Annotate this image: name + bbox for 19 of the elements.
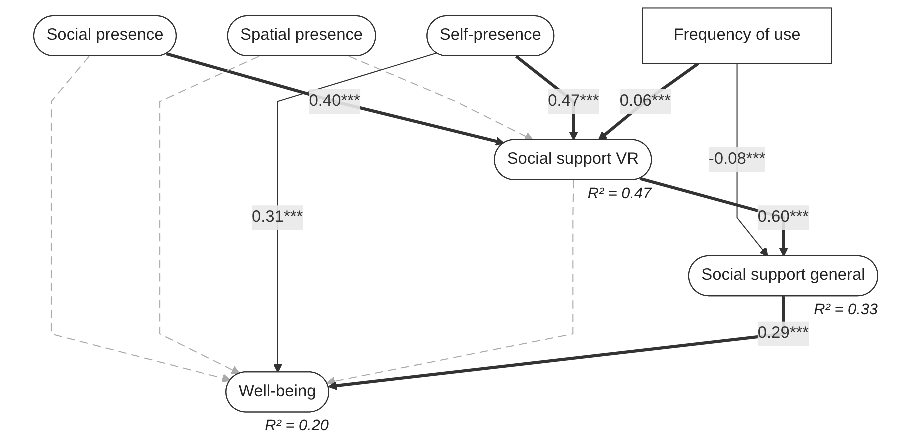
node-box: Frequency of use [642,8,832,64]
arrow [326,180,574,386]
arrow [166,52,505,146]
r-squared-label: R² = 0.20 [265,418,329,435]
edge-label: 0.29*** [758,324,810,342]
edge-label: -0.08*** [708,150,766,168]
r-squared-label: R² = 0.33 [814,302,878,319]
arrow [273,52,437,374]
edge-label: 0.40*** [309,92,360,110]
edge-label: 0.60*** [758,208,810,226]
arrow [50,56,232,383]
arrow [328,296,786,390]
edge-label: 0.31*** [252,208,304,226]
edge-label: 0.06*** [620,92,672,110]
r-squared-label: R² = 0.47 [588,185,652,202]
arrow [160,56,260,374]
arrow [349,56,534,141]
edge-label: 0.47*** [548,92,600,110]
arrow [598,62,700,141]
